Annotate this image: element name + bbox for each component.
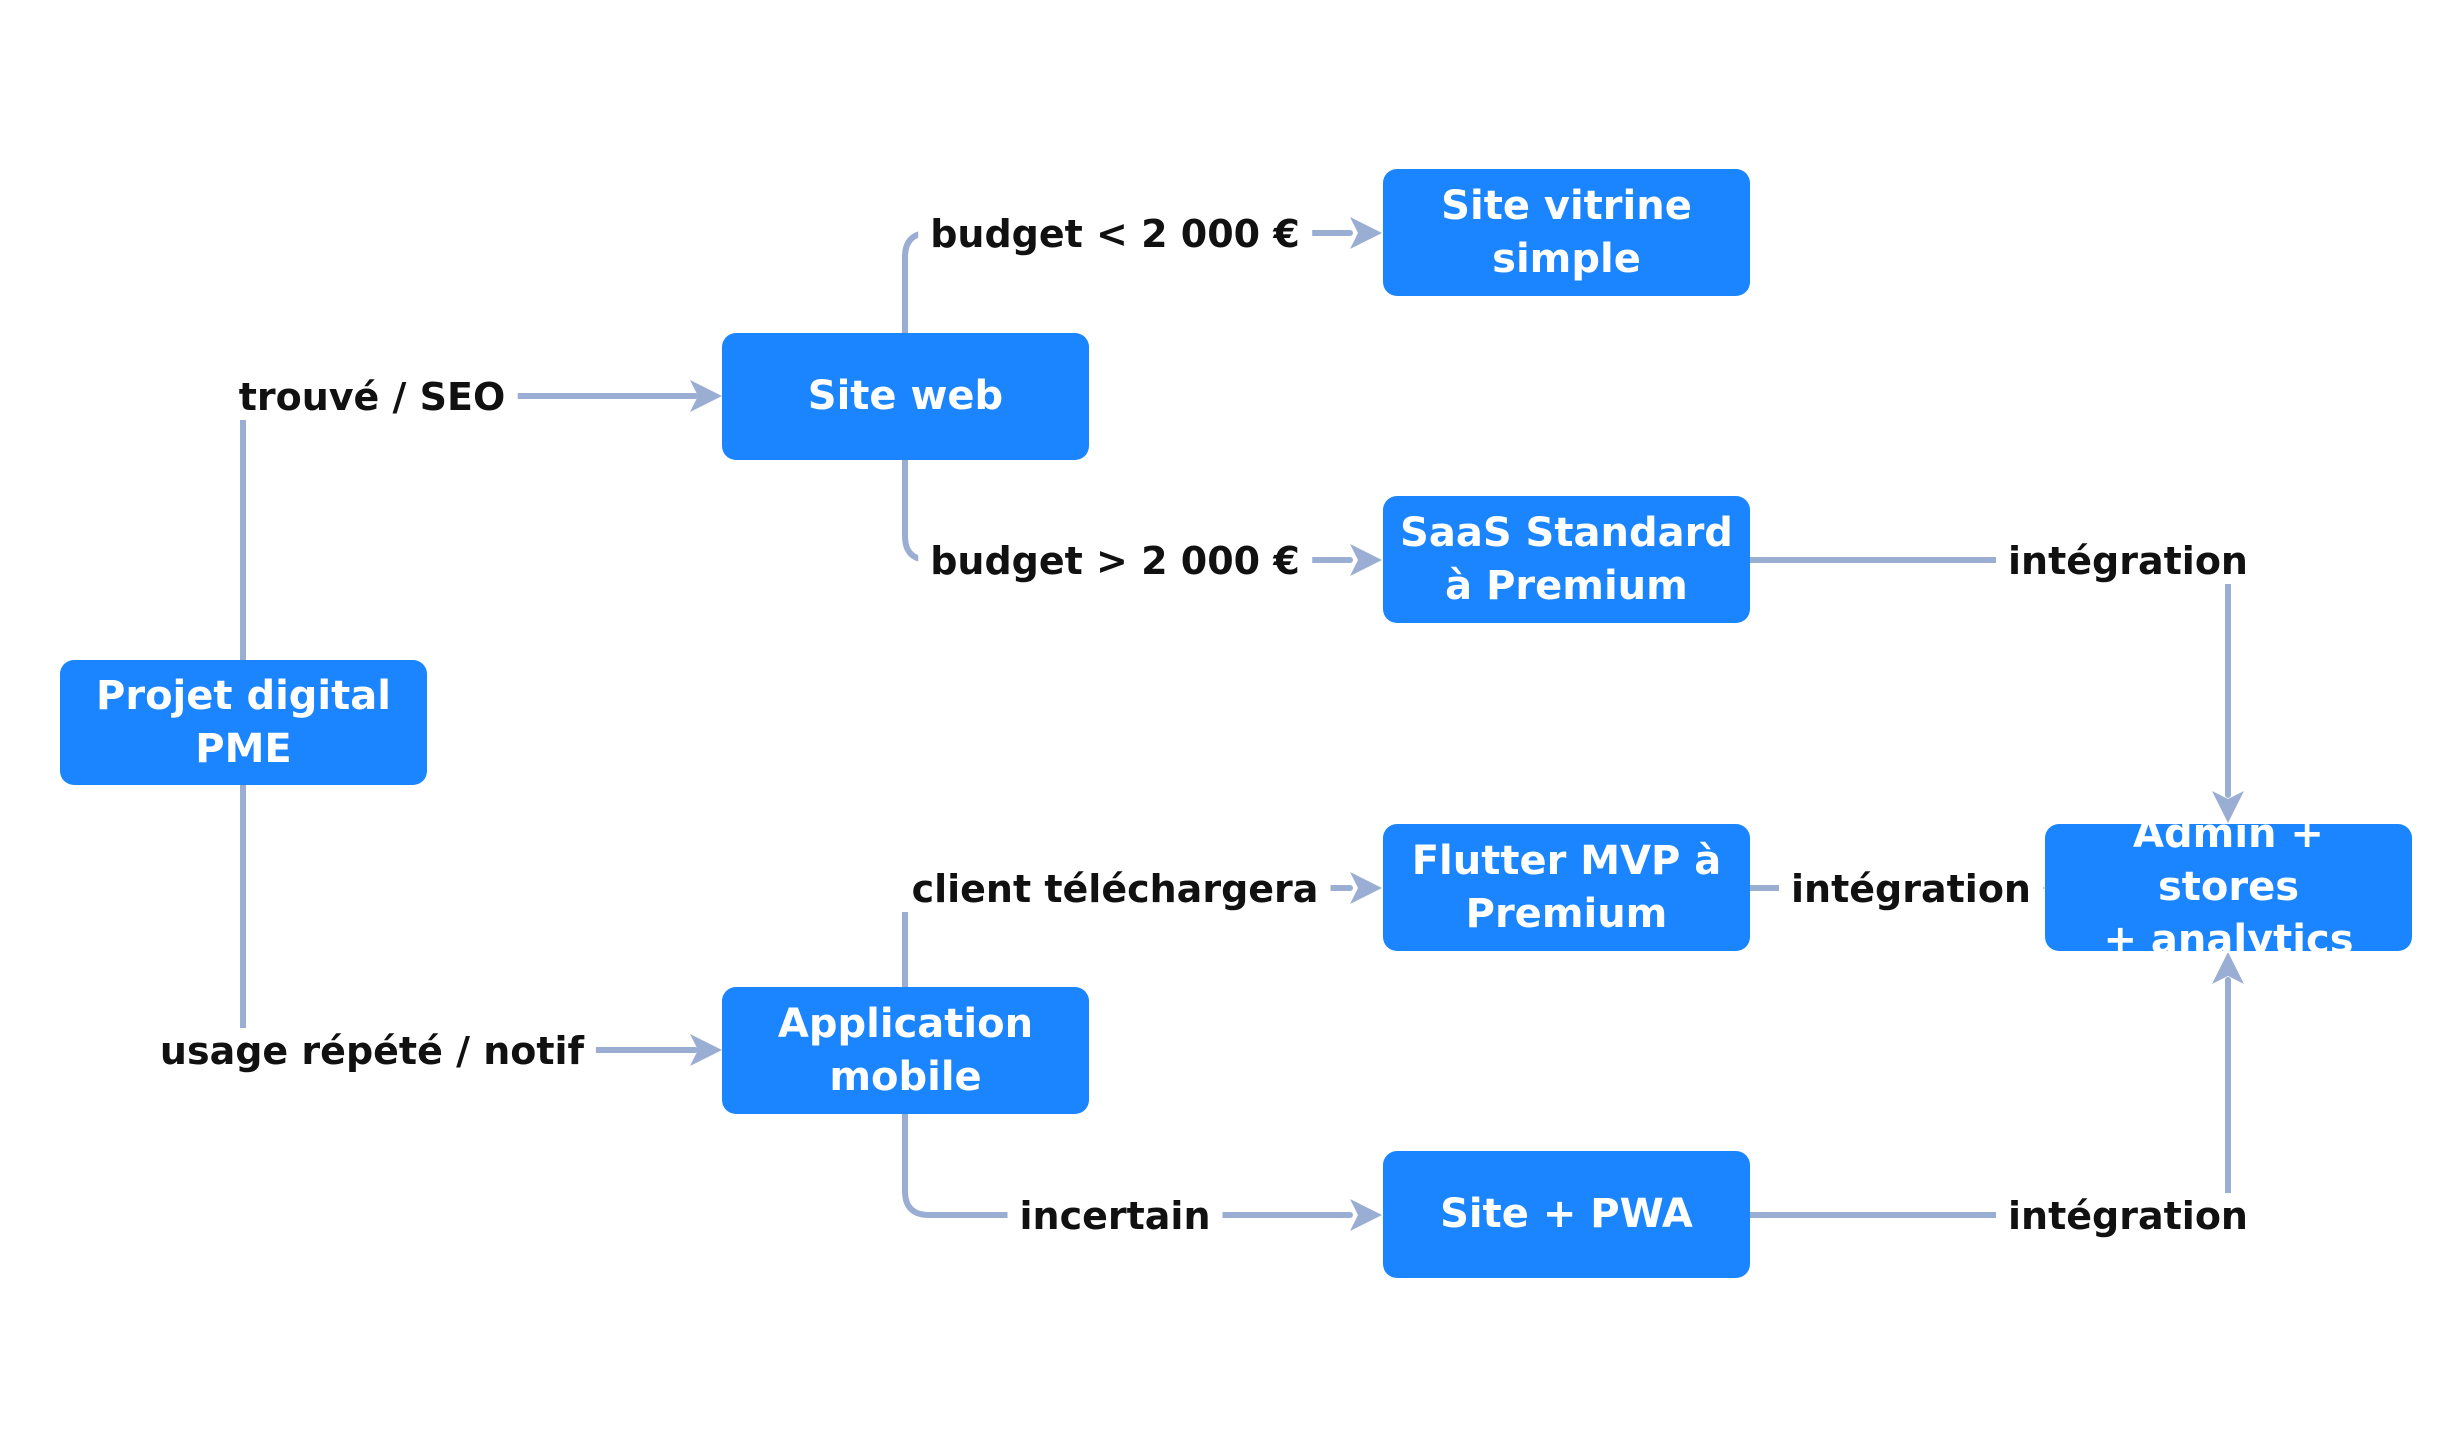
edge-label-trouve-seo: trouvé / SEO — [226, 374, 518, 420]
edge-projet-app-mobile — [240, 782, 698, 1053]
edge-label-incertain: incertain — [1007, 1193, 1223, 1239]
arrowhead-site-web — [690, 380, 722, 412]
edge-projet-site-web — [240, 393, 698, 663]
node-flutter: Flutter MVP à Premium — [1383, 824, 1750, 951]
node-vitrine-line-2: simple — [1492, 235, 1641, 282]
node-saas: SaaS Standard à Premium — [1383, 496, 1750, 623]
node-saas-line-2: à Premium — [1445, 562, 1688, 609]
node-app-line-1: Application — [777, 1000, 1034, 1047]
edge-label-integration-flutter: intégration — [1779, 866, 2043, 912]
edge-label-client-telechargera: client téléchargera — [899, 866, 1331, 912]
node-admin-line-2: + analytics — [2103, 917, 2354, 963]
node-app-line-2: mobile — [829, 1053, 982, 1100]
edge-label-usage-repete: usage répété / notif — [147, 1028, 597, 1074]
node-site-web-line-1: Site web — [807, 373, 1004, 419]
edge-label-integration-pwa: intégration — [1996, 1193, 2260, 1239]
node-admin: Admin + stores + analytics — [2045, 811, 2412, 963]
node-vitrine-line-1: Site vitrine — [1441, 182, 1692, 229]
arrowhead-pwa — [1350, 1199, 1382, 1231]
arrowhead-saas — [1350, 544, 1382, 576]
node-pwa-line-1: Site + PWA — [1440, 1191, 1693, 1237]
node-site-web: Site web — [722, 333, 1089, 460]
arrowhead-admin-top — [2212, 791, 2244, 823]
node-application-mobile: Application mobile — [722, 987, 1089, 1114]
arrowhead-admin-bottom — [2212, 952, 2244, 984]
edge-label-budget-low: budget < 2 000 € — [918, 211, 1312, 257]
edge-app-pwa — [902, 1111, 1353, 1218]
node-projet-digital: Projet digital PME — [60, 660, 427, 785]
edge-label-integration-saas: intégration — [1996, 538, 2260, 584]
node-flutter-line-1: Flutter MVP à — [1411, 837, 1722, 884]
node-site-pwa: Site + PWA — [1383, 1151, 1750, 1278]
arrowhead-app-mobile — [690, 1034, 722, 1066]
node-projet-line-2: PME — [195, 725, 292, 772]
edge-pwa-admin — [1747, 977, 2231, 1218]
node-projet-line-1: Projet digital — [96, 672, 391, 719]
edge-saas-admin — [1747, 557, 2231, 798]
arrowhead-vitrine — [1350, 217, 1382, 249]
edge-label-budget-high: budget > 2 000 € — [918, 538, 1312, 584]
node-admin-line-1: Admin + stores — [2133, 811, 2324, 910]
arrowhead-flutter — [1350, 872, 1382, 904]
node-site-vitrine: Site vitrine simple — [1383, 169, 1750, 296]
node-flutter-line-2: Premium — [1465, 890, 1668, 937]
node-saas-line-1: SaaS Standard — [1400, 509, 1733, 556]
